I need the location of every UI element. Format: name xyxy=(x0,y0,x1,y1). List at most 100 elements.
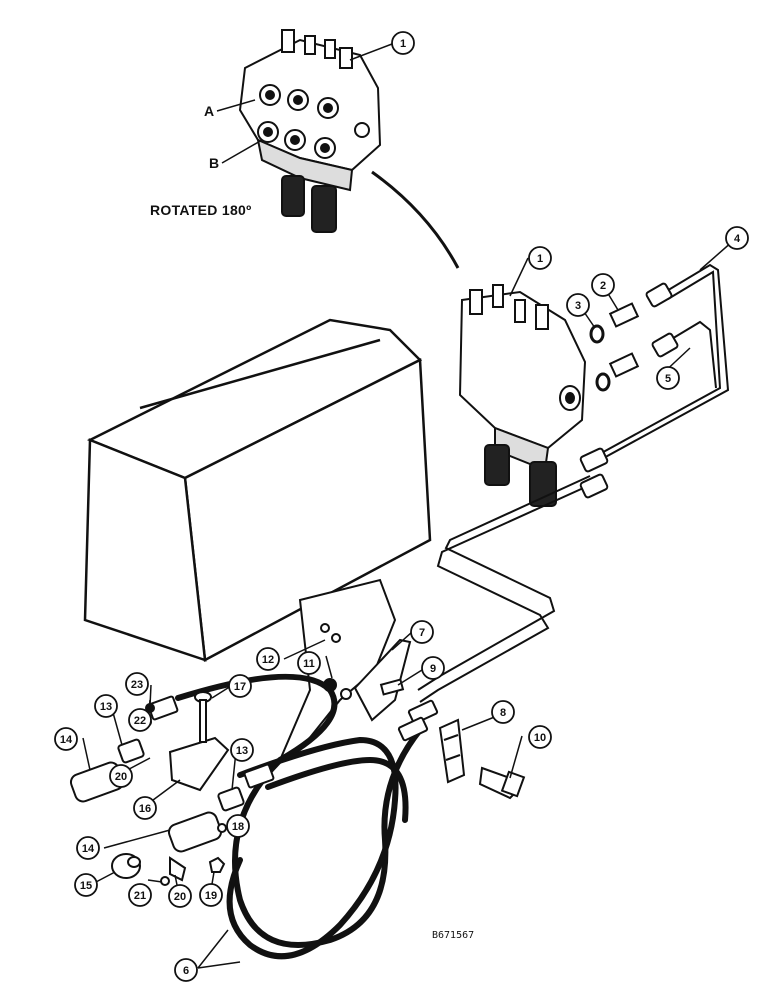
callout-19: 19 xyxy=(199,883,223,907)
callout-circle xyxy=(528,246,552,270)
leader-a xyxy=(216,99,256,112)
callout-number: 17 xyxy=(234,681,246,693)
callout-number: 8 xyxy=(500,707,506,719)
callout-circle xyxy=(125,672,149,696)
callout-23: 23 xyxy=(125,672,149,696)
callout-number: 16 xyxy=(139,803,151,815)
fender xyxy=(83,318,432,662)
callout-10: 10 xyxy=(528,725,552,749)
callout-circle xyxy=(228,674,252,698)
callout-2: 2 xyxy=(591,273,615,297)
control-valve-rotated-view xyxy=(238,29,382,233)
callout-12: 12 xyxy=(256,647,280,671)
bolt-10 xyxy=(478,766,526,800)
coupler-bracket xyxy=(168,736,230,792)
callout-circle xyxy=(491,700,515,724)
callout-18: 18 xyxy=(226,814,250,838)
mounting-bracket xyxy=(278,578,397,763)
callout-number: 14 xyxy=(60,734,73,746)
callout-number: 9 xyxy=(430,663,436,675)
callout-14: 14 xyxy=(54,727,78,751)
callout-1: 1 xyxy=(391,31,415,55)
callout-circle xyxy=(591,273,615,297)
callout-3: 3 xyxy=(566,293,590,317)
bolt-17 xyxy=(194,691,212,743)
callout-number: 12 xyxy=(262,654,274,666)
callout-22: 22 xyxy=(128,708,152,732)
callout-11: 11 xyxy=(297,651,321,675)
callout-circle xyxy=(109,764,133,788)
callout-17: 17 xyxy=(228,674,252,698)
callout-circle xyxy=(256,647,280,671)
control-valve xyxy=(458,284,587,507)
callout-circle xyxy=(128,708,152,732)
callout-circle xyxy=(421,656,445,680)
callout-layer: 1123456789101112131314141516171819202021… xyxy=(54,31,749,982)
drawing-code: B671567 xyxy=(432,930,475,941)
dust-cap xyxy=(111,853,141,879)
callout-number: 1 xyxy=(537,253,543,265)
rotation-arrow xyxy=(371,170,460,269)
callout-number: 13 xyxy=(100,701,112,713)
plate xyxy=(353,638,412,722)
callout-number: 7 xyxy=(419,627,425,639)
small-hardware xyxy=(142,703,227,886)
callout-circle xyxy=(410,620,434,644)
callout-number: 3 xyxy=(575,300,581,312)
callout-circle xyxy=(725,226,749,250)
callout-number: 5 xyxy=(665,373,671,385)
tube-nuts xyxy=(579,282,679,499)
callout-circle xyxy=(391,31,415,55)
callout-circle xyxy=(54,727,78,751)
callout-20: 20 xyxy=(168,884,192,908)
callout-circle xyxy=(199,883,223,907)
leader-b xyxy=(221,139,263,164)
callout-5: 5 xyxy=(656,366,680,390)
callout-number: 13 xyxy=(236,745,248,757)
callout-circle xyxy=(168,884,192,908)
callout-number: 22 xyxy=(134,715,146,727)
callout-circle xyxy=(94,694,118,718)
o-rings xyxy=(589,324,611,392)
callout-number: 10 xyxy=(534,732,546,744)
callout-4: 4 xyxy=(725,226,749,250)
callout-number: 4 xyxy=(734,233,741,245)
callout-circle xyxy=(128,883,152,907)
callout-number: 21 xyxy=(134,890,146,902)
callout-circle xyxy=(226,814,250,838)
callout-number: 1 xyxy=(400,38,406,50)
fittings xyxy=(608,302,640,378)
callout-circle xyxy=(230,738,254,762)
callout-9: 9 xyxy=(421,656,445,680)
callout-number: 15 xyxy=(80,880,92,892)
callout-13: 13 xyxy=(94,694,118,718)
callout-circle xyxy=(297,651,321,675)
callout-circle xyxy=(174,958,198,982)
callout-circle xyxy=(74,873,98,897)
port-a-label: A xyxy=(204,103,215,119)
callout-number: 14 xyxy=(82,843,95,855)
callout-15: 15 xyxy=(74,873,98,897)
callout-number: 18 xyxy=(232,821,244,833)
callout-circle xyxy=(566,293,590,317)
callout-number: 20 xyxy=(174,891,186,903)
callout-21: 21 xyxy=(128,883,152,907)
callout-6: 6 xyxy=(174,958,198,982)
callout-14: 14 xyxy=(76,836,100,860)
callout-number: 6 xyxy=(183,965,189,977)
callout-20: 20 xyxy=(109,764,133,788)
callout-number: 19 xyxy=(205,890,217,902)
bolt-9 xyxy=(379,678,405,696)
callout-8: 8 xyxy=(491,700,515,724)
callout-7: 7 xyxy=(410,620,434,644)
hoses xyxy=(175,673,423,960)
callout-circle xyxy=(656,366,680,390)
callout-circle xyxy=(133,796,157,820)
rotated-note: ROTATED 180º xyxy=(150,202,252,218)
callout-circle xyxy=(528,725,552,749)
callout-number: 11 xyxy=(303,658,315,670)
callout-number: 20 xyxy=(115,771,127,783)
clamp-8 xyxy=(438,718,466,784)
